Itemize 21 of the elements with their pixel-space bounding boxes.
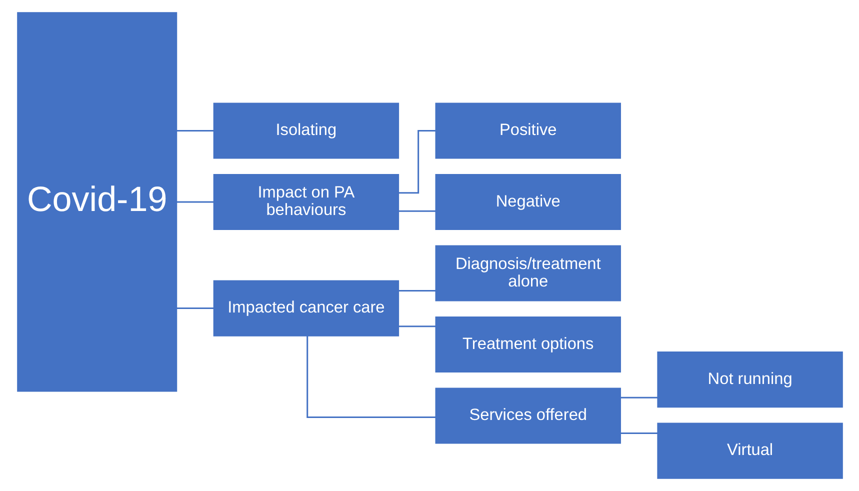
node-box: Services offered — [434, 388, 620, 444]
connector — [176, 130, 214, 132]
node-box: Treatment options — [434, 316, 620, 373]
node-box: Not running — [656, 352, 842, 408]
connector — [176, 201, 214, 203]
node-box: Covid-19 — [16, 12, 177, 392]
connector — [398, 130, 435, 194]
connector — [398, 210, 436, 212]
node-box: Virtual — [656, 422, 842, 479]
connector — [398, 290, 436, 292]
connector — [398, 326, 436, 328]
node-box: Diagnosis/treatment alone — [434, 245, 620, 302]
node-box: Impacted cancer care — [212, 280, 399, 336]
connector — [620, 396, 658, 398]
connector — [176, 308, 214, 310]
connector — [620, 432, 658, 434]
node-box: Isolating — [212, 102, 399, 159]
node-box: Negative — [434, 174, 620, 230]
connector — [306, 336, 436, 418]
node-box: Impact on PA behaviours — [212, 174, 399, 230]
node-box: Positive — [434, 102, 620, 159]
